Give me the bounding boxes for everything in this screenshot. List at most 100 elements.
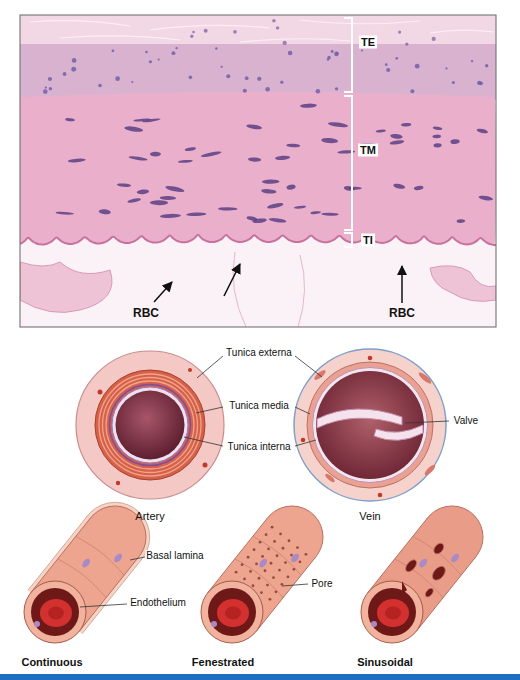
nucleus (117, 183, 131, 187)
nucleus (450, 139, 460, 144)
leader-line (184, 356, 449, 446)
nucleus (145, 51, 148, 54)
nucleus (390, 133, 403, 139)
nucleus (165, 185, 185, 193)
micrograph (30, 21, 130, 26)
capillary-fenestrated (260, 591, 263, 594)
micrograph (300, 20, 420, 24)
micrograph (298, 255, 305, 327)
leader-line (295, 407, 310, 414)
layer-label: TM (358, 144, 378, 157)
capillary-fenestrated (258, 577, 261, 580)
nucleus (150, 200, 168, 205)
capillary-continuous (31, 588, 79, 636)
nucleus (334, 52, 339, 57)
part-label: Valve (453, 415, 479, 427)
capillary-name: Fenestrated (191, 656, 255, 668)
artery-section (98, 390, 103, 395)
artery-section (103, 378, 198, 473)
artery-section (116, 391, 185, 460)
nucleus (268, 217, 286, 223)
capillary-sinusoidal (416, 556, 476, 631)
capillary-fenestrated (290, 552, 301, 564)
nucleus (160, 213, 181, 218)
capillary-continuous (24, 502, 150, 643)
vessel-name: Vein (358, 510, 381, 522)
nucleus (410, 89, 414, 93)
nucleus (331, 50, 334, 53)
capillary-sinusoidal (430, 564, 448, 583)
nucleus (476, 128, 488, 134)
nucleus (248, 157, 261, 162)
nucleus (142, 118, 161, 124)
elastic-lamina (20, 235, 496, 245)
nucleus (376, 129, 386, 133)
nucleus (267, 202, 284, 209)
nucleus (385, 63, 388, 66)
nucleus (336, 52, 338, 54)
micrograph (20, 15, 496, 327)
part-label: Endothelium (129, 597, 187, 609)
nucleus (190, 35, 193, 38)
micrograph (240, 39, 350, 42)
artery-section (95, 370, 205, 480)
capillary-sinusoidal (361, 506, 483, 643)
tunica-media-band (20, 92, 496, 245)
vein-section (301, 438, 306, 443)
nucleus (265, 87, 270, 92)
capillary-fenestrated (252, 584, 255, 587)
nucleus (288, 51, 293, 56)
capillary-fenestrated (284, 561, 287, 564)
nucleus (137, 189, 150, 195)
bottom-bar (0, 674, 520, 680)
nucleus (452, 81, 455, 84)
capillary-fenestrated (287, 575, 290, 578)
nucleus (445, 67, 447, 69)
capillary-fenestrated (243, 578, 246, 581)
capillary-fenestrated (264, 569, 267, 572)
capillary-fenestrated (235, 571, 238, 574)
nucleus (186, 212, 206, 216)
layer-name: Tunica externa (225, 347, 293, 359)
capillary-fenestrated (276, 554, 279, 557)
nucleus (257, 77, 261, 81)
nucleus (471, 60, 473, 62)
nucleus (246, 216, 257, 222)
nucleus (316, 89, 321, 94)
nucleus (282, 41, 286, 45)
nucleus (485, 64, 488, 67)
nucleus (233, 30, 237, 34)
leader-line (184, 437, 223, 446)
capillary-sinusoidal (368, 588, 416, 636)
nucleus (321, 212, 339, 215)
nucleus (457, 219, 466, 223)
capillary-fenestrated (290, 554, 293, 557)
nucleus (115, 76, 120, 81)
capillary-fenestrated (271, 526, 274, 529)
layer-name: Tunica interna (227, 441, 292, 453)
vein-section (316, 371, 424, 479)
capillary-fenestrated (293, 568, 296, 571)
artery-section (203, 463, 208, 468)
capillary-continuous (76, 536, 124, 575)
capillary-fenestrated (282, 547, 285, 550)
vein-section (374, 425, 423, 440)
layer-label: TI (361, 234, 375, 247)
micrograph (233, 252, 305, 327)
nucleus (300, 103, 317, 108)
nucleus (477, 81, 481, 85)
nucleus (218, 207, 238, 211)
nucleus (192, 31, 195, 34)
nucleus (432, 126, 442, 131)
layer-bracket (344, 96, 352, 230)
capillary-sinusoidal (418, 557, 429, 569)
nucleus (124, 125, 144, 132)
leader-line (295, 356, 322, 377)
layer-name: Tunica media (228, 400, 290, 412)
capillary-sinusoidal (432, 541, 446, 555)
vein-section (417, 371, 432, 385)
capillary-sinusoidal (385, 607, 401, 620)
nucleus (65, 118, 75, 122)
nucleus (280, 80, 283, 83)
